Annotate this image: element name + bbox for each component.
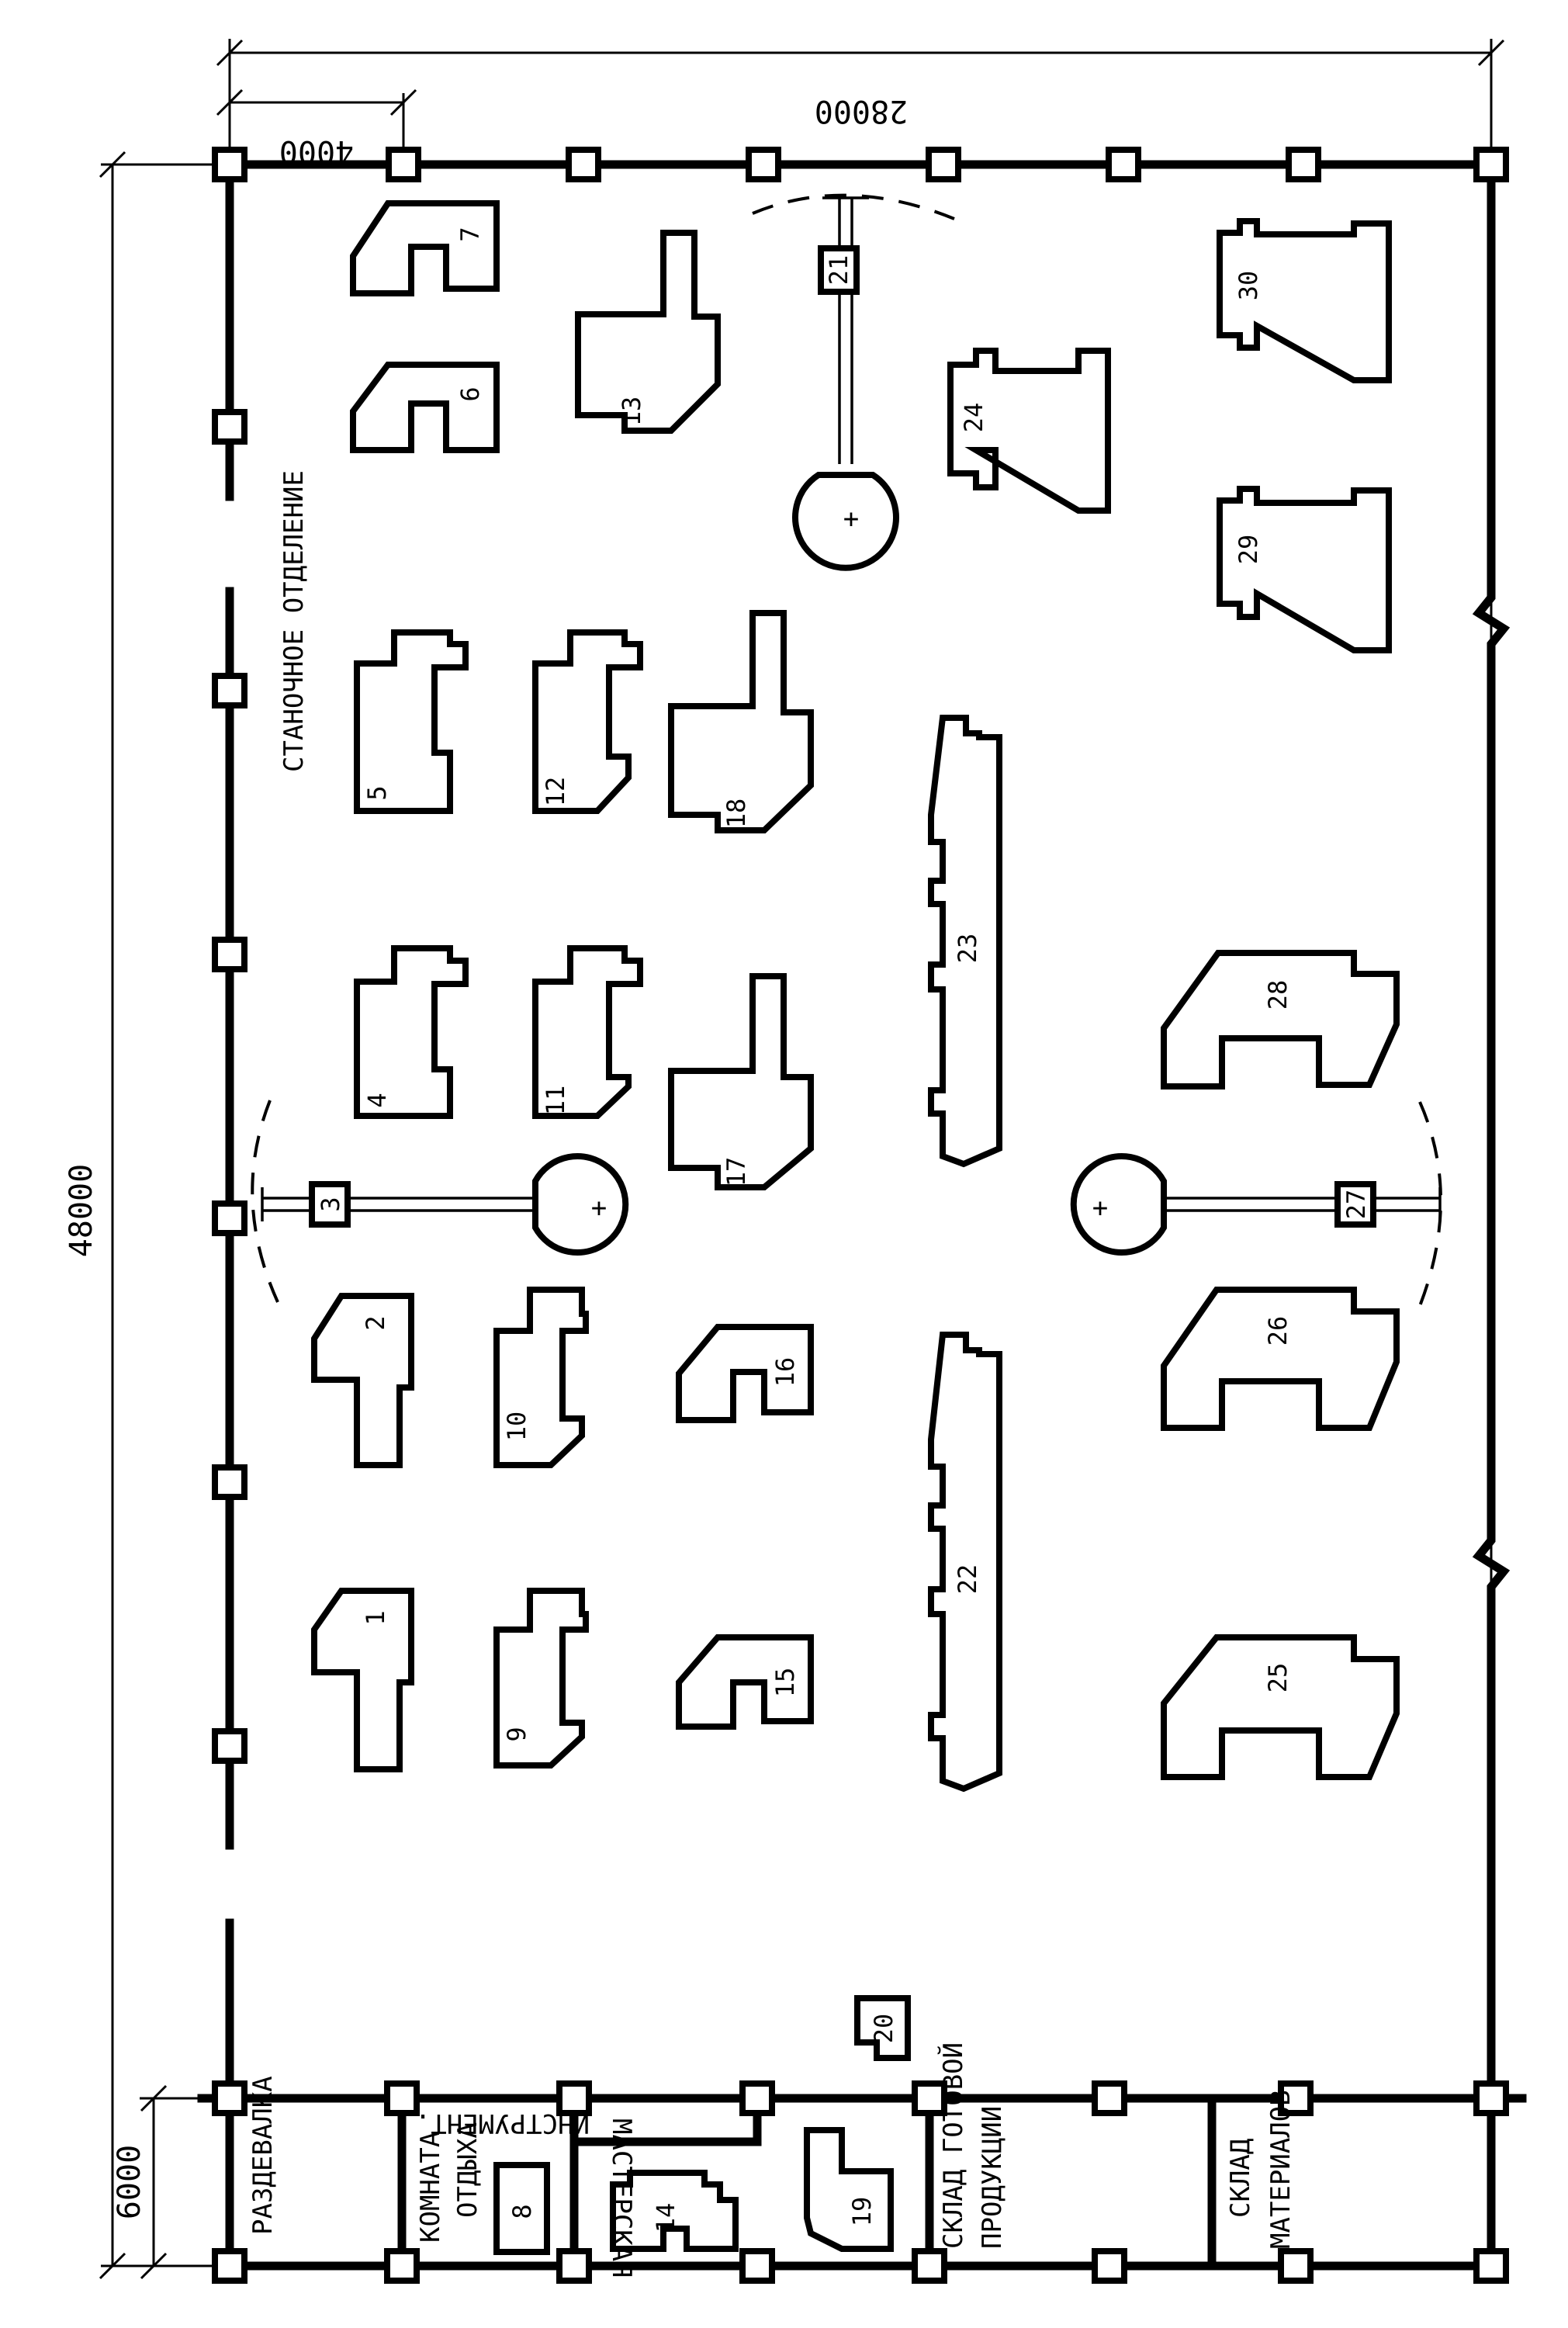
machine-1 [311,1588,414,1772]
machine-10 [493,1287,589,1468]
machine-number-19: 19 [847,2197,877,2227]
machine-24 [947,348,1111,514]
machine-11 [532,945,643,1119]
jib-crane-21 [752,193,955,571]
label-tools: ИНСТРУМЕНТ. [415,2108,590,2139]
crane-3-symbol: + [591,1193,607,1224]
machine-number-30: 30 [1234,271,1263,301]
machine-number-14: 14 [651,2203,680,2233]
machine-4 [354,945,469,1119]
machine-5 [354,629,469,814]
machine-number-20: 20 [869,2014,898,2044]
machine-number-26: 26 [1263,1316,1293,1346]
machine-16 [676,1324,814,1423]
machine-26 [1161,1287,1400,1431]
machine-number-6: 6 [455,386,485,401]
columns [212,147,1509,2284]
machine-number-1: 1 [361,1610,390,1625]
machine-22 [928,1332,1002,1793]
machine-number-11: 11 [541,1086,570,1116]
machine-number-15: 15 [770,1668,800,1698]
machine-number-7: 7 [455,227,485,241]
jib-crane-3 [251,1100,629,1303]
dim-room-depth: 6000 [112,2145,147,2219]
machine-number-13: 13 [617,397,646,427]
machine-13 [575,230,721,434]
crane-27-symbol: + [1092,1193,1108,1224]
machine-number-17: 17 [722,1157,751,1187]
machine-14 [610,2170,739,2252]
building-walls [197,160,1527,2271]
room-labels: СТАНОЧНОЕ ОТДЕЛЕНИЕ РАЗДЕВАЛКА КОМНАТА О… [247,470,1296,2278]
machine-7 [350,200,500,296]
machine-number-5: 5 [362,785,392,800]
label-rest-room-line1: КОМНАТА [415,2132,446,2243]
label-workshop: МАСТЕРСКАЯ [606,2118,637,2278]
machine-18 [668,610,814,833]
machine-number-18: 18 [722,799,751,829]
machine-15 [676,1634,814,1730]
crane-21-symbol: + [843,504,859,535]
jib-crane-27 [1070,1101,1442,1311]
dim-overall-length: 48000 [64,1164,99,1257]
label-materials-store-line1: СКЛАД [1225,2139,1256,2218]
machine-25 [1161,1634,1400,1780]
label-finished-store-line2: ПРОДУКЦИИ [977,2106,1008,2249]
machine-number-10: 10 [502,1412,531,1442]
machines [311,200,1400,2255]
machine-9 [493,1588,589,1769]
machine-29 [1217,486,1392,653]
label-rest-room-line2: ОТДЫХА [452,2122,483,2218]
machine-number-8: 8 [507,2204,537,2219]
machine-number-3: 3 [316,1197,345,1211]
machine-6 [350,362,500,453]
machine-number-24: 24 [959,403,988,433]
machine-number-16: 16 [770,1357,800,1387]
machine-number-25: 25 [1263,1663,1293,1693]
machine-number-29: 29 [1234,535,1263,565]
label-locker-room: РАЗДЕВАЛКА [247,2076,279,2235]
dim-overall-width: 28000 [815,93,908,129]
machine-12 [532,629,643,814]
machine-number-9: 9 [502,1727,531,1741]
machine-number-27: 27 [1341,1190,1371,1220]
machine-number-12: 12 [541,777,570,807]
machine-8 [493,2162,550,2255]
machine-20 [854,1995,911,2061]
machine-number-23: 23 [953,934,982,964]
label-finished-store-line1: СКЛАД ГОТОВОЙ [937,2042,969,2249]
label-materials-store-line2: МАТЕРИАЛОВ [1265,2090,1296,2249]
equipment-number-labels: 1 2 3 4 5 6 7 8 9 10 11 12 13 14 15 16 1… [316,227,1371,2233]
machine-23 [928,715,1002,1168]
crane-symbols: + + + [591,504,1108,1224]
machine-28 [1161,950,1400,1090]
label-machine-section: СТАНОЧНОЕ ОТДЕЛЕНИЕ [279,470,310,772]
machine-30 [1217,218,1392,383]
machine-number-2: 2 [361,1315,390,1330]
machine-19 [804,2127,894,2252]
machine-17 [668,973,814,1190]
machine-number-28: 28 [1263,980,1293,1010]
machine-number-21: 21 [824,255,853,286]
machine-number-4: 4 [362,1093,392,1107]
machine-2 [311,1293,414,1468]
machine-number-22: 22 [953,1564,982,1595]
